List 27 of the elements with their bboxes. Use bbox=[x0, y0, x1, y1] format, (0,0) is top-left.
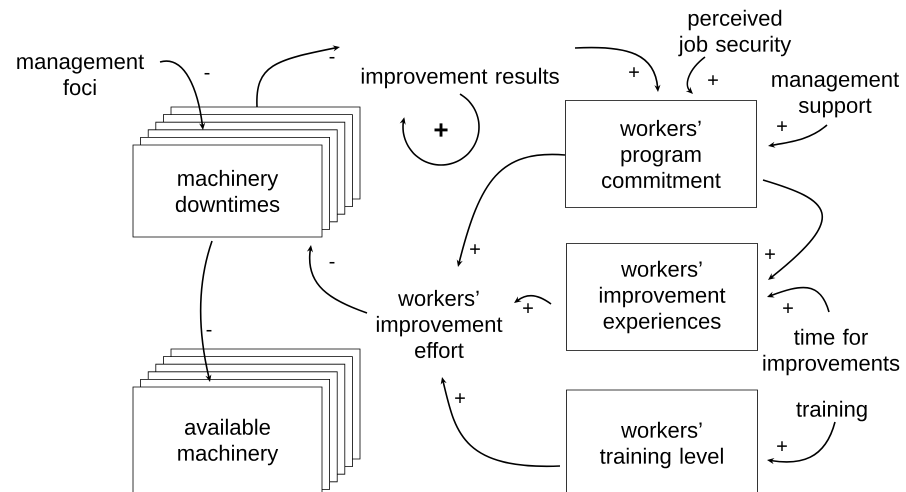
node-label: management support bbox=[772, 72, 900, 118]
node-label: management foci bbox=[17, 54, 144, 96]
stacked-box: machinery downtimes bbox=[132, 106, 360, 238]
edge-label: + bbox=[468, 243, 482, 257]
edge-label: + bbox=[627, 66, 641, 80]
edge-label: - bbox=[202, 72, 212, 80]
node-label: improvement results bbox=[362, 68, 559, 88]
edge-label: + bbox=[763, 248, 777, 262]
loop-sign: + bbox=[434, 123, 448, 137]
node-label: workers’ improvement effort bbox=[376, 290, 502, 358]
process-box: workers’ improvement experiences bbox=[566, 243, 758, 351]
edge-label: + bbox=[706, 74, 720, 88]
node-label: perceived job security bbox=[678, 10, 792, 56]
node-label: time for improvements bbox=[763, 328, 900, 376]
edge-label: + bbox=[781, 302, 795, 316]
edge-label: + bbox=[775, 440, 789, 454]
arrow bbox=[762, 179, 823, 280]
edge-label: - bbox=[328, 56, 336, 64]
edge-label: - bbox=[204, 328, 214, 338]
node-label: training bbox=[796, 400, 867, 422]
process-box: workers’ training level bbox=[566, 390, 758, 492]
process-box: workers’ program commitment bbox=[565, 100, 757, 208]
stacked-box: available machinery bbox=[132, 348, 360, 492]
edge-label: - bbox=[328, 260, 336, 270]
edge-label: + bbox=[521, 302, 535, 316]
edge-label: + bbox=[775, 120, 789, 134]
edge-label: + bbox=[453, 392, 467, 406]
